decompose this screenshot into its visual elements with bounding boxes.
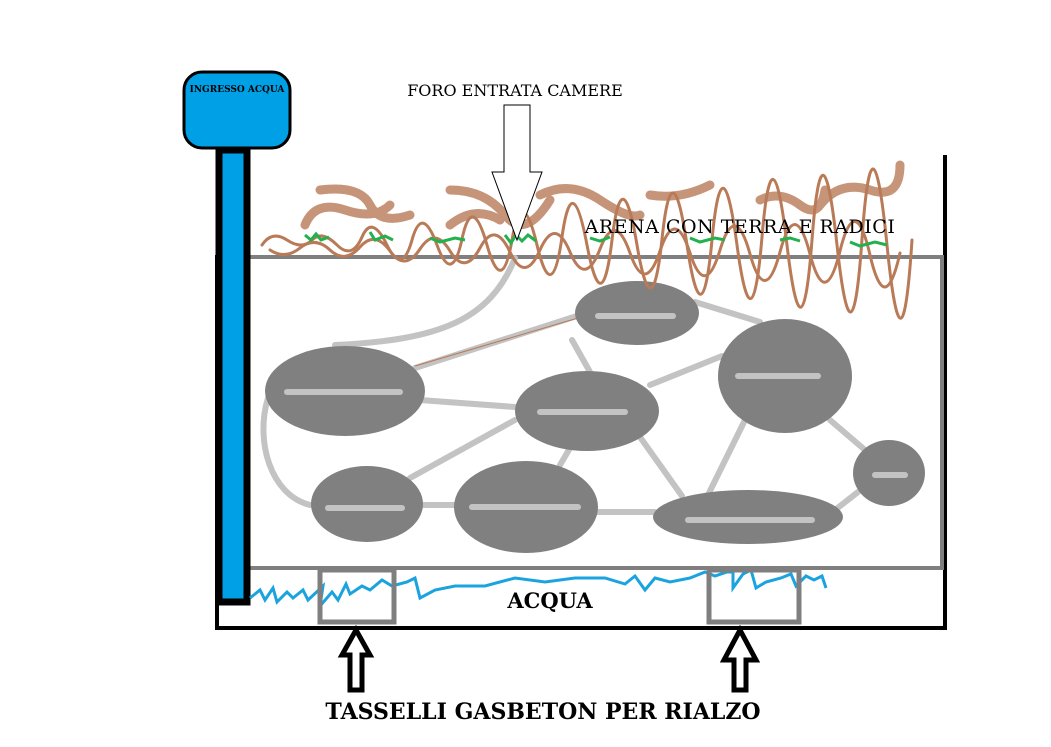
roots [304,231,888,248]
block-arrow [337,624,375,693]
water-inlet-tank [182,70,292,150]
gasbeton-block [317,567,397,625]
gasbeton-block [706,567,802,625]
water-label: ACQUA [506,588,593,613]
tunnels [260,255,868,515]
soil-layer [260,160,914,320]
water-inlet-label: INGRESSO ACQUA [190,85,286,95]
water-line [249,567,828,611]
blocks-label: TASSELLI GASBETON PER RIALZO [325,699,760,725]
water-pipe [215,146,251,606]
entry-hole-arrow [491,104,543,242]
chambers [265,281,925,553]
block-arrow [719,624,761,693]
chamber [311,466,423,542]
arena-label: ARENA CON TERRA E RADICI [584,216,896,238]
entry-hole-label: FORO ENTRATA CAMERE [407,81,623,100]
